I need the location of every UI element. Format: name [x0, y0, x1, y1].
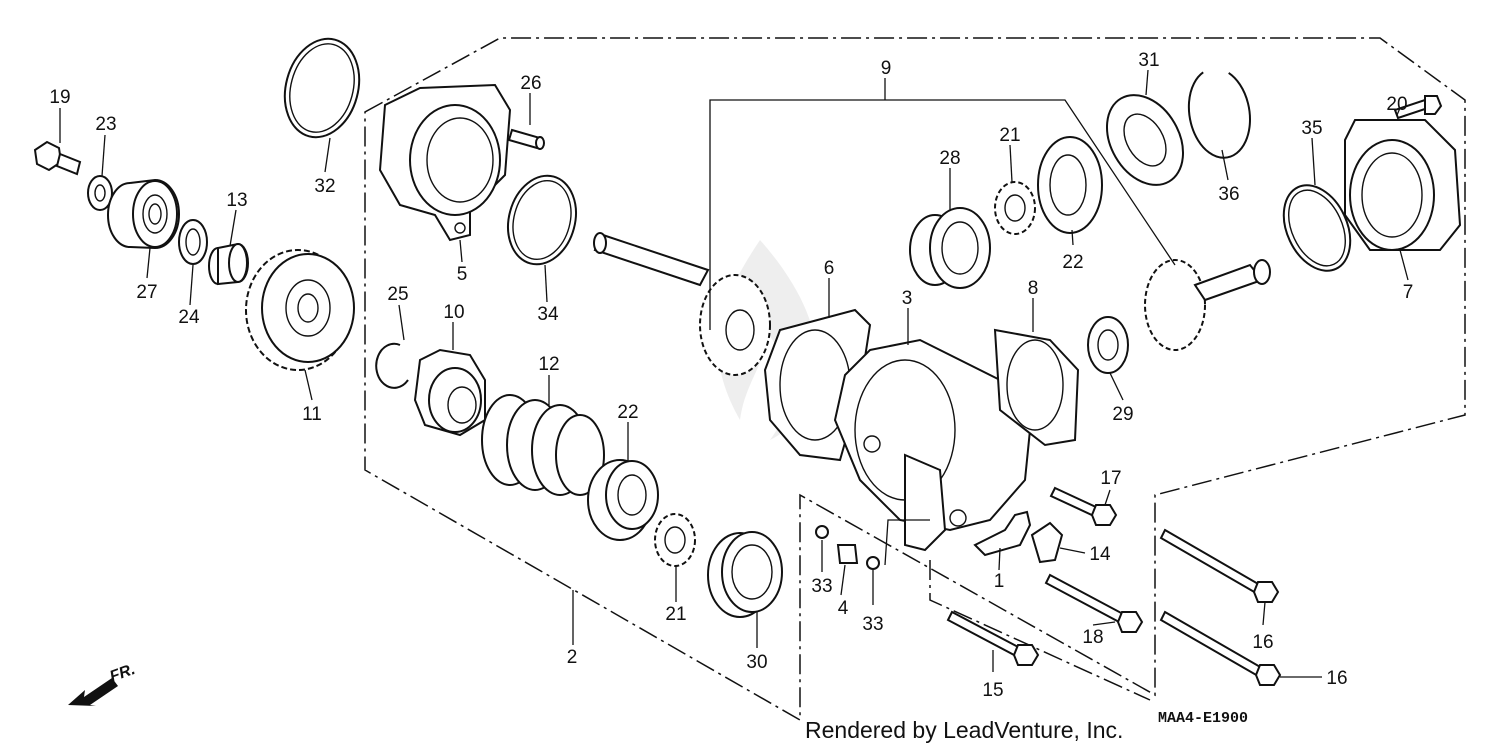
- callout-1: 1: [994, 571, 1005, 592]
- callout-19: 19: [49, 87, 70, 108]
- render-credit: Rendered by LeadVenture, Inc.: [805, 717, 1123, 743]
- callout-26: 26: [520, 73, 541, 94]
- callout-27: 27: [136, 282, 157, 303]
- callout-11: 11: [302, 404, 322, 425]
- callout-5: 5: [457, 264, 468, 285]
- part-31-bearing: [1106, 94, 1184, 186]
- callout-17: 17: [1100, 468, 1121, 489]
- part-29-bearing: [1087, 316, 1129, 374]
- callout-8: 8: [1028, 278, 1039, 299]
- part-32-o-ring: [283, 37, 361, 139]
- part-16-bolt-upper: [1159, 528, 1280, 603]
- callout-34: 34: [537, 304, 559, 325]
- callout-20: 20: [1386, 94, 1407, 115]
- part-22-clutch-ring-upper: [1037, 136, 1103, 234]
- part-10-cam: [413, 348, 486, 437]
- part-21-gear-upper: [994, 181, 1036, 235]
- part-25-circlip: [375, 342, 409, 389]
- part-36-circlip: [1187, 71, 1251, 159]
- part-28-bearing: [909, 207, 991, 289]
- assembly-boundary: [364, 37, 1466, 722]
- part-24-washer: [178, 219, 208, 265]
- part-4-breather: [836, 544, 859, 564]
- part-3-final-gear-case: [833, 338, 1032, 552]
- part-26-dowel-pin: [507, 128, 545, 150]
- callout-31: 31: [1138, 50, 1159, 71]
- part-17-bolt: [1049, 486, 1118, 526]
- part-22-clutch-ring-lower: [587, 459, 659, 541]
- leader-lines: [59, 69, 1409, 678]
- direction-label: FR.: [108, 661, 138, 686]
- part-16-bolt-lower: [1159, 610, 1282, 686]
- callout-6: 6: [824, 258, 835, 279]
- callout-23: 23: [95, 114, 116, 135]
- part-5-housing-cover: [378, 83, 512, 242]
- callout-2: 2: [567, 647, 578, 668]
- part-23-washer: [87, 175, 113, 211]
- callout-25: 25: [387, 284, 408, 305]
- callout-24: 24: [178, 307, 200, 328]
- part-9-pinion-gear: [1144, 259, 1271, 351]
- callout-22-lower: 22: [617, 402, 638, 423]
- callout-10: 10: [443, 302, 464, 323]
- callout-30: 30: [746, 652, 767, 673]
- callout-4: 4: [838, 598, 849, 619]
- callout-33-right: 33: [862, 614, 883, 635]
- callout-labels: 19 23 27 24 13 11 32 5 26 34 25 10 12 22…: [49, 50, 1413, 701]
- callout-9: 9: [881, 58, 892, 79]
- part-34-o-ring: [507, 174, 577, 266]
- callout-12: 12: [538, 354, 559, 375]
- part-27-bearing: [107, 178, 180, 250]
- callout-22-upper: 22: [1062, 252, 1083, 273]
- callout-28: 28: [939, 148, 960, 169]
- part-12-spring: [481, 394, 605, 496]
- callout-21-lower: 21: [665, 604, 686, 625]
- part-14-clip: [1030, 521, 1064, 564]
- part-21-gear-lower: [654, 513, 696, 567]
- part-13-collar: [208, 242, 249, 286]
- callout-35: 35: [1301, 118, 1322, 139]
- part-33-washer-right: [866, 556, 880, 570]
- part-15-bolt: [946, 610, 1040, 666]
- drawing-code: MAA4-E1900: [1158, 710, 1248, 727]
- callout-16-lower: 16: [1326, 668, 1347, 689]
- front-direction-arrow: FR.: [68, 661, 138, 706]
- sub-assembly-boundary: [929, 560, 1151, 701]
- part-9-output-shaft-gear: [593, 232, 771, 376]
- part-20-bolt: [1393, 95, 1443, 120]
- callout-29: 29: [1112, 404, 1133, 425]
- callout-36: 36: [1218, 184, 1239, 205]
- callout-33-left: 33: [811, 576, 832, 597]
- callout-16-upper: 16: [1252, 632, 1273, 653]
- callout-15: 15: [982, 680, 1003, 701]
- callout-7: 7: [1403, 282, 1414, 303]
- part-33-washer-left: [815, 525, 829, 539]
- part-1-bracket: [973, 510, 1032, 557]
- part-7-bearing-holder-cover: [1344, 119, 1462, 251]
- callout-14: 14: [1089, 544, 1111, 565]
- callout-13: 13: [226, 190, 247, 211]
- callout-18: 18: [1082, 627, 1103, 648]
- callout-32: 32: [314, 176, 335, 197]
- part-18-bolt: [1044, 573, 1144, 633]
- part-19-bolt: [33, 140, 82, 176]
- callout-21-upper: 21: [999, 125, 1020, 146]
- part-11-gear: [245, 249, 355, 371]
- part-30-bearing: [707, 531, 783, 618]
- callout-3: 3: [902, 288, 913, 309]
